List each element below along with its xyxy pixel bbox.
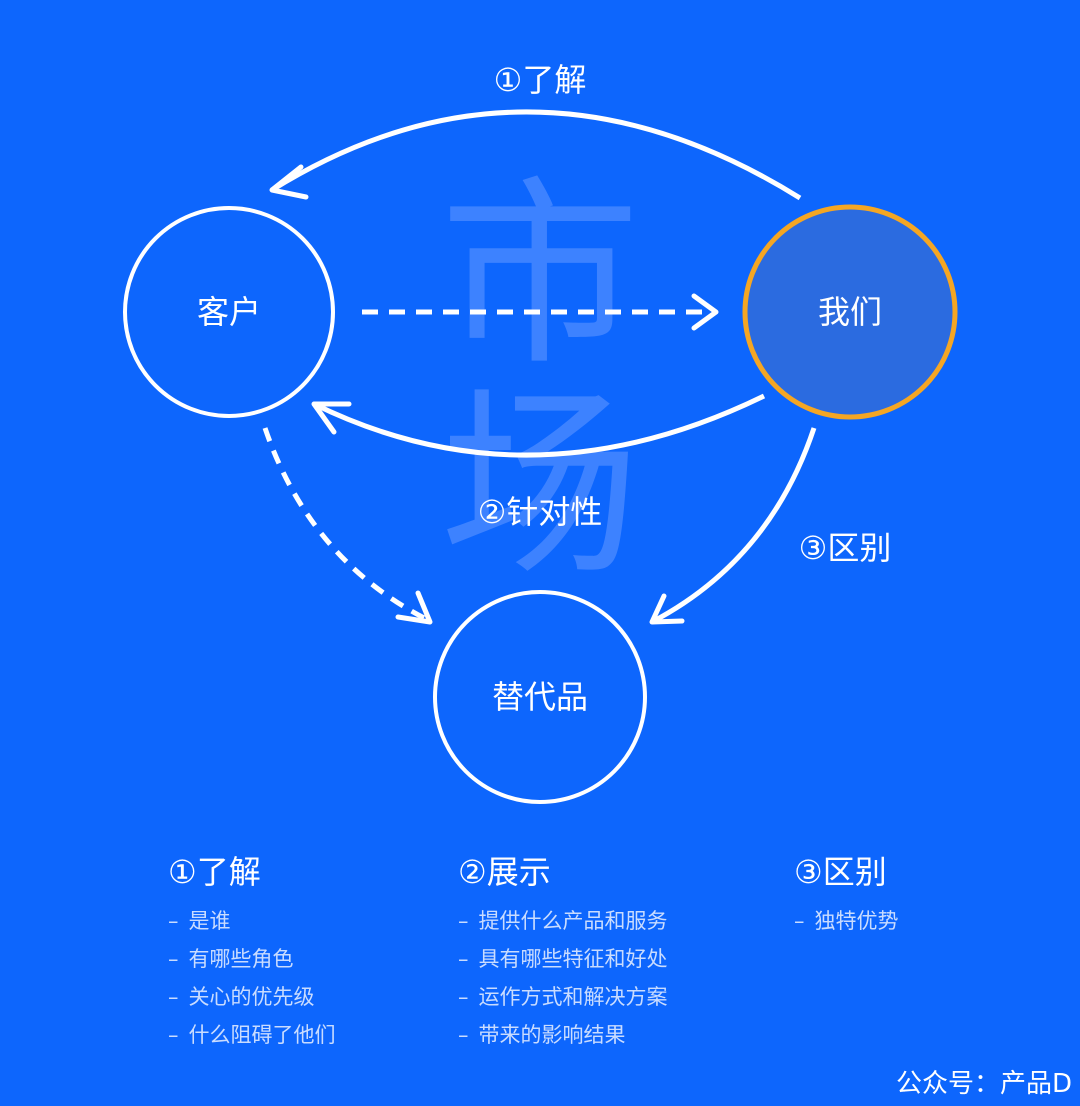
- arrow-customer-to-substitute-head: [395, 590, 433, 625]
- list-item: –独特优势: [794, 909, 899, 933]
- arrow-difference-head: [649, 593, 685, 625]
- list-item: –提供什么产品和服务: [458, 909, 668, 933]
- arrow-customer-to-us-head: [691, 293, 719, 331]
- list-item: –是谁: [168, 909, 231, 933]
- arrow-targeted-head: [311, 401, 352, 435]
- node-substitute-label: 替代品: [492, 678, 588, 716]
- column-difference: ③区别 –独特优势: [794, 850, 899, 940]
- arrow-understand: [270, 109, 802, 201]
- column-list: –提供什么产品和服务 –具有哪些特征和好处 –运作方式和解决方案 –带来的影响结…: [458, 902, 668, 1054]
- column-title: ③区别: [794, 853, 887, 891]
- node-customer: 客户: [123, 206, 335, 418]
- list-item: –具有哪些特征和好处: [458, 947, 668, 971]
- footer-credit: 公众号：产品D: [895, 1069, 1072, 1099]
- column-understand: ①了解 –是谁 –有哪些角色 –关心的优先级 –什么阻碍了他们: [168, 850, 336, 1054]
- list-item: –带来的影响结果: [458, 1023, 626, 1047]
- column-list: –独特优势: [794, 902, 899, 940]
- node-us-label: 我们: [818, 293, 882, 331]
- node-us: 我们: [742, 204, 958, 420]
- list-item: –关心的优先级: [168, 985, 315, 1009]
- arrow-targeted: [312, 393, 766, 458]
- market-diagram: 市 场 客户 我们 替代品 ①了解 ②针对性 ③区别: [123, 61, 958, 804]
- column-list: –是谁 –有哪些角色 –关心的优先级 –什么阻碍了他们: [168, 902, 336, 1054]
- watermark-char-2: 场: [440, 370, 640, 603]
- list-item: –运作方式和解决方案: [458, 985, 668, 1009]
- arrow-difference: [650, 427, 817, 625]
- node-substitute: 替代品: [433, 590, 647, 804]
- column-show: ②展示 –提供什么产品和服务 –具有哪些特征和好处 –运作方式和解决方案 –带来…: [458, 850, 668, 1054]
- list-item: –什么阻碍了他们: [168, 1023, 336, 1047]
- column-title: ②展示: [458, 853, 551, 891]
- arrow-understand-head: [269, 164, 309, 200]
- label-understand: ①了解: [494, 61, 587, 99]
- label-targeted: ②针对性: [478, 493, 603, 531]
- arrow-customer-to-substitute: [262, 427, 430, 623]
- column-title: ①了解: [168, 853, 261, 891]
- node-customer-label: 客户: [197, 293, 261, 331]
- watermark-char-1: 市: [440, 160, 640, 393]
- label-difference: ③区别: [799, 529, 892, 567]
- list-item: –有哪些角色: [168, 947, 294, 971]
